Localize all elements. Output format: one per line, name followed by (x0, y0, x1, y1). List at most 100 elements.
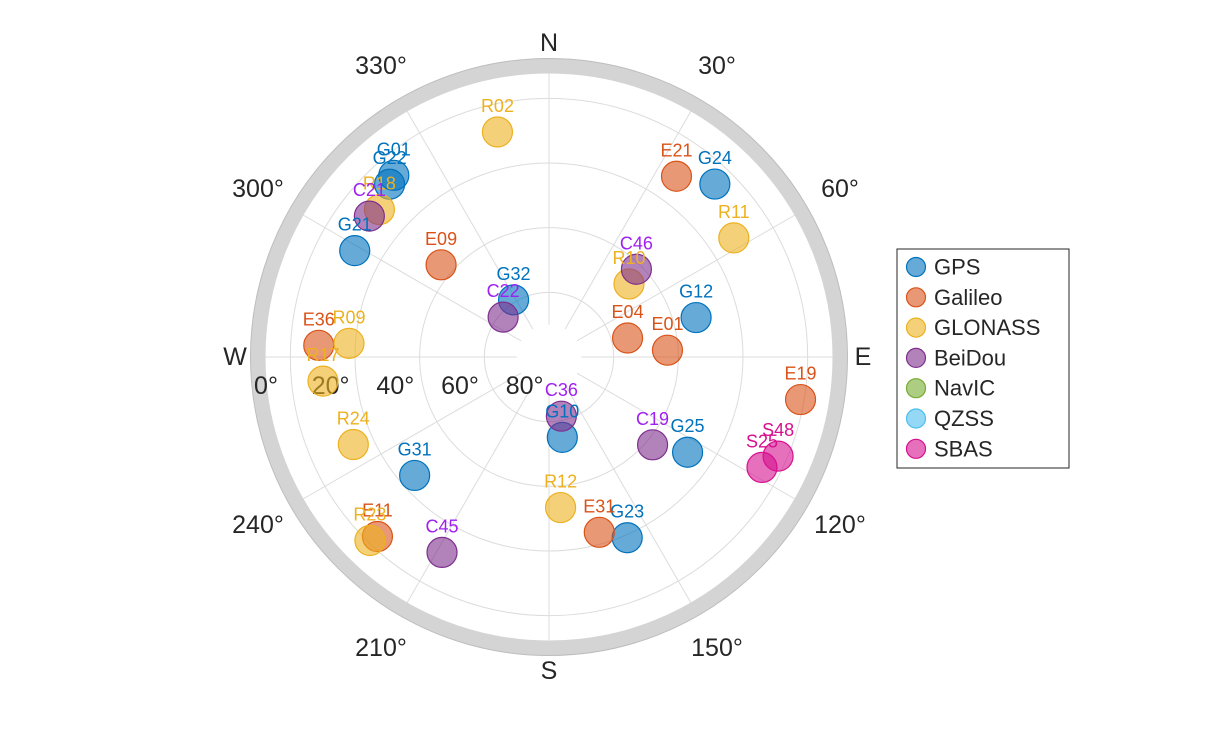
satellite-label-g12: G12 (679, 282, 713, 302)
elevation-tick-label: 60° (441, 372, 479, 400)
satellite-marker-r12 (544, 491, 577, 524)
satellite-label-e31: E31 (583, 496, 615, 516)
satellite-label-e09: E09 (425, 229, 457, 249)
azimuth-tick-label: 240° (232, 511, 284, 539)
azimuth-tick-label: 120° (814, 511, 866, 539)
satellite-label-g32: G32 (497, 264, 531, 284)
satellite-label-e01: E01 (651, 314, 683, 334)
azimuth-tick-label: 300° (232, 175, 284, 203)
satellite-label-g24: G24 (698, 148, 732, 168)
satellite-label-r24: R24 (337, 409, 370, 429)
satellite-marker-r24 (337, 428, 369, 461)
azimuth-tick-label: 30° (698, 52, 736, 80)
legend-label-qzss: QZSS (934, 406, 994, 431)
satellite-label-r02: R02 (481, 96, 514, 116)
satellite-label-r11: R11 (718, 202, 750, 222)
legend-marker-navic (905, 378, 927, 399)
satellite-marker-c19 (636, 429, 669, 461)
legend-label-galileo: Galileo (934, 285, 1002, 310)
horizon-ring-outer-edge (250, 58, 848, 656)
satellite-label-e04: E04 (612, 302, 644, 322)
satellite-label-c36: C36 (545, 380, 578, 400)
satellite-marker-g01 (378, 159, 410, 191)
satellite-label-r12: R12 (544, 472, 577, 492)
satellite-marker-c21 (353, 200, 385, 232)
satellite-marker-c22 (487, 301, 519, 333)
azimuth-grid-spoke (564, 384, 695, 610)
satellite-label-r09: R09 (332, 307, 365, 327)
azimuth-tick-label: 150° (691, 634, 743, 662)
satellite-marker-g12 (680, 301, 712, 334)
satellite-marker-e31 (583, 516, 615, 548)
horizon-ring-band (250, 58, 848, 656)
satellite-marker-g21 (339, 235, 371, 267)
satellite-marker-c46 (620, 253, 653, 285)
azimuth-grid-spoke (403, 384, 534, 610)
legend-marker-glonass (905, 317, 927, 338)
satellite-label-g25: G25 (671, 416, 705, 436)
azimuth-tick-label: 60° (821, 175, 859, 203)
satellite-marker-c45 (426, 536, 458, 569)
satellite-label-s48: S48 (762, 420, 794, 440)
satellite-label-r17: R17 (306, 345, 339, 365)
satellite-label-e21: E21 (660, 140, 692, 160)
satellite-marker-r09 (333, 327, 365, 359)
satellite-label-s25: S25 (746, 431, 778, 451)
azimuth-grid-spoke (576, 211, 802, 342)
horizon-ring (250, 58, 848, 656)
satellite-marker-e04 (611, 322, 644, 354)
azimuth-tick-label: 330° (355, 52, 407, 80)
satellite-marker-e21 (660, 160, 693, 192)
azimuth-labels: N E S W 30° 60° 120° 150° 210° 240° 300° 330° (223, 29, 871, 685)
legend-label-gps: GPS (934, 255, 980, 280)
satellite-label-e36: E36 (303, 309, 335, 329)
azimuth-grid-spoke (564, 104, 695, 330)
satellite-marker-c36 (545, 400, 577, 432)
satellite-label-c46: C46 (620, 233, 653, 253)
legend-label-sbas: SBAS (934, 436, 993, 461)
satellite-marker-r11 (718, 222, 750, 254)
legend-marker-sbas (905, 438, 927, 459)
satellite-label-g10: G10 (545, 401, 579, 421)
legend-marker-gps (905, 256, 927, 278)
legend-marker-galileo (905, 287, 927, 308)
satellite-label-c22: C22 (487, 281, 520, 301)
compass-label-n: N (540, 29, 558, 57)
satellite-label-g31: G31 (398, 439, 432, 459)
compass-label-w: W (223, 343, 247, 371)
satellite-label-e19: E19 (785, 364, 817, 384)
satellite-marker-e19 (784, 383, 817, 416)
satellite-marker-r23 (354, 524, 386, 557)
legend-label-navic: NavIC (934, 376, 995, 401)
satellite-label-c45: C45 (426, 516, 459, 536)
satellite-marker-s48 (762, 440, 794, 472)
satellite-label-c19: C19 (636, 409, 669, 429)
satellite-marker-g24 (699, 168, 731, 200)
azimuth-tick-label: 210° (355, 634, 407, 662)
compass-label-s: S (541, 657, 558, 685)
satellite-label-g22: G22 (373, 148, 407, 168)
legend-label-glonass: GLONASS (934, 315, 1040, 340)
legend-marker-beidou (905, 347, 927, 368)
legend-marker-qzss (905, 408, 927, 429)
satellite-label-r10: R10 (612, 248, 645, 268)
satellite-label-g01: G01 (377, 139, 411, 159)
elevation-tick-label: 0° (254, 372, 278, 400)
elevation-labels: 0°20°40°60°80° (254, 372, 544, 400)
azimuth-grid-spoke (296, 372, 522, 503)
satellite-marker-g23 (611, 522, 643, 554)
legend-label-beidou: BeiDou (934, 345, 1006, 370)
elevation-tick-label: 80° (506, 372, 544, 400)
satellite-label-g21: G21 (338, 215, 372, 235)
satellite-marker-e09 (425, 249, 457, 281)
compass-label-e: E (855, 343, 872, 371)
azimuth-grid-spoke (296, 211, 522, 342)
elevation-tick-label: 40° (376, 372, 414, 400)
satellite-marker-r17 (307, 365, 339, 397)
satellite-markers (303, 116, 817, 569)
satellite-marker-r02 (481, 116, 514, 148)
satellite-marker-g25 (671, 436, 704, 468)
